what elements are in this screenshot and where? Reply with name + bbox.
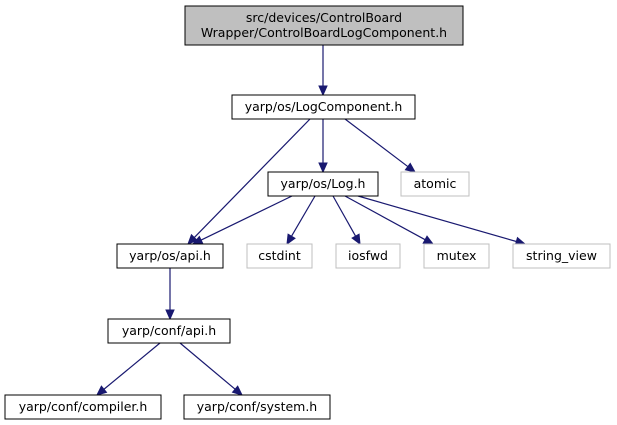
arrowhead — [318, 162, 328, 174]
node-os-api[interactable]: yarp/os/api.h — [116, 243, 224, 269]
node-box — [4, 394, 162, 420]
node-label: yarp/conf/compiler.h — [19, 399, 148, 414]
nodes-layer: src/devices/ControlBoardWrapper/ControlB… — [4, 5, 611, 420]
edge-log-to-string-view — [357, 195, 527, 246]
arrowhead — [231, 385, 243, 396]
node-box — [512, 243, 611, 269]
arrowhead — [286, 233, 296, 246]
node-box — [335, 243, 401, 269]
node-conf-api[interactable]: yarp/conf/api.h — [107, 318, 231, 344]
edge-logcomponent-to-log — [318, 119, 328, 174]
edge-line — [344, 195, 426, 241]
node-box — [267, 171, 379, 197]
edge-line — [357, 195, 517, 243]
node-box — [184, 5, 464, 46]
node-box — [246, 243, 313, 269]
edge-line — [193, 118, 311, 238]
node-log[interactable]: yarp/os/Log.h — [267, 171, 379, 197]
edge-line — [103, 342, 161, 390]
node-cstdint[interactable]: cstdint — [246, 243, 313, 269]
edge-os-api-to-conf-api — [165, 268, 175, 321]
arrowhead — [422, 235, 435, 245]
node-label: Wrapper/ControlBoardLogComponent.h — [201, 25, 447, 40]
node-label: string_view — [526, 248, 597, 263]
edge-line — [179, 342, 236, 390]
node-label: yarp/os/LogComponent.h — [245, 99, 403, 114]
edge-log-to-iosfwd — [332, 195, 361, 246]
node-compiler[interactable]: yarp/conf/compiler.h — [4, 394, 162, 420]
node-label: atomic — [414, 176, 457, 191]
edge-conf-api-to-compiler — [96, 342, 161, 396]
arrowhead — [404, 162, 416, 173]
edge-line — [200, 195, 293, 241]
node-controlboardlogcomponent[interactable]: src/devices/ControlBoardWrapper/ControlB… — [184, 5, 464, 46]
node-label: mutex — [437, 248, 477, 263]
node-box — [231, 94, 416, 120]
edge-log-to-os-api — [191, 195, 293, 245]
node-label: yarp/os/Log.h — [281, 176, 366, 191]
node-label: yarp/os/api.h — [129, 248, 211, 263]
edge-logcomponent-to-os-api — [187, 118, 311, 245]
arrowhead — [351, 233, 361, 246]
node-system[interactable]: yarp/conf/system.h — [183, 394, 331, 420]
arrowhead — [165, 309, 175, 321]
edge-line — [344, 118, 409, 168]
node-logcomponent[interactable]: yarp/os/LogComponent.h — [231, 94, 416, 120]
node-label: cstdint — [258, 248, 301, 263]
edge-controlboardlogcomponent-to-logcomponent — [318, 45, 328, 97]
node-label: yarp/conf/system.h — [197, 399, 317, 414]
node-box — [107, 318, 231, 344]
node-label: yarp/conf/api.h — [122, 323, 216, 338]
edge-line — [332, 195, 357, 237]
node-box — [423, 243, 490, 269]
node-atomic[interactable]: atomic — [400, 171, 470, 197]
node-string-view[interactable]: string_view — [512, 243, 611, 269]
node-box — [116, 243, 224, 269]
node-label: src/devices/ControlBoard — [246, 10, 402, 25]
arrowhead — [96, 385, 108, 396]
node-box — [400, 171, 470, 197]
arrowhead — [187, 233, 199, 245]
node-label: iosfwd — [348, 248, 388, 263]
edge-conf-api-to-system — [179, 342, 243, 396]
edge-log-to-cstdint — [286, 195, 316, 246]
node-mutex[interactable]: mutex — [423, 243, 490, 269]
arrowhead — [318, 85, 328, 97]
node-iosfwd[interactable]: iosfwd — [335, 243, 401, 269]
edge-logcomponent-to-atomic — [344, 118, 416, 173]
edge-line — [291, 195, 316, 237]
node-box — [183, 394, 331, 420]
